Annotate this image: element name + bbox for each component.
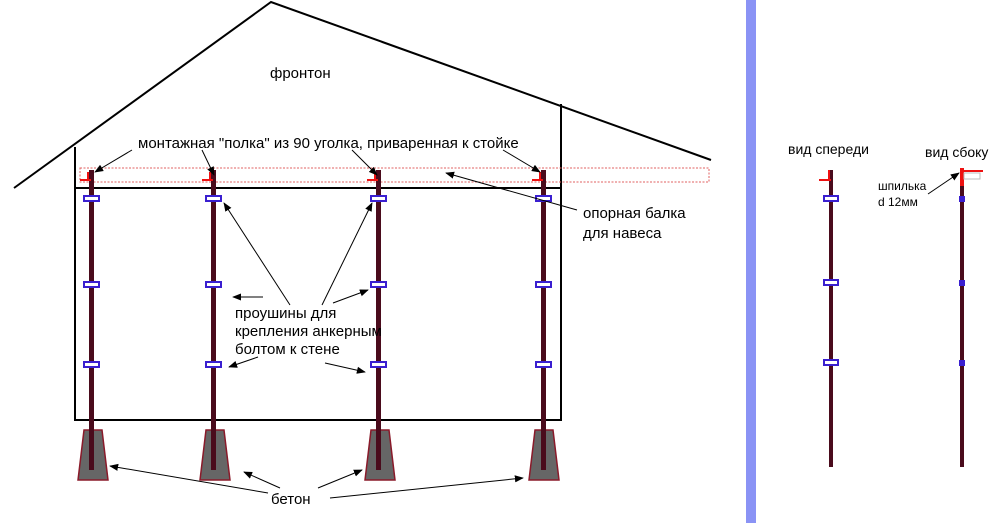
- shelf-brackets: [80, 172, 543, 181]
- arrow: [223, 202, 291, 306]
- shelf-bracket: [80, 172, 91, 181]
- post: [211, 170, 216, 470]
- front-view-lug: [823, 359, 839, 366]
- arrow: [324, 362, 366, 374]
- stud-label-line2: d 12мм: [878, 195, 918, 209]
- side-view-lug: [959, 280, 965, 286]
- side-view-stud: [963, 172, 981, 180]
- lug: [370, 195, 387, 202]
- side-view-post: [960, 170, 964, 467]
- arrow: [502, 149, 541, 173]
- support-beam: [79, 167, 710, 183]
- arrow: [329, 475, 524, 499]
- arrow: [927, 172, 960, 195]
- lugs-label-line1: проушины для: [235, 305, 336, 322]
- shelf-label: монтажная "полка" из 90 уголка, приварен…: [138, 135, 519, 152]
- labels: фронтон монтажная "полка" из 90 уголка, …: [138, 65, 988, 508]
- arrow: [228, 356, 259, 368]
- side-view-lug: [959, 360, 965, 366]
- arrow: [317, 469, 363, 489]
- side-view-bracket: [960, 168, 964, 186]
- roof-line: [13, 0, 712, 189]
- lug: [83, 281, 100, 288]
- arrow: [243, 471, 281, 489]
- divider: [746, 0, 756, 523]
- beam-label-line1: опорная балка: [583, 205, 686, 222]
- front-view-label: вид спереди: [788, 141, 869, 157]
- concrete-label: бетон: [271, 491, 311, 508]
- arrows: [94, 149, 960, 499]
- lug: [83, 361, 100, 368]
- house-wall: [74, 187, 562, 421]
- lug: [535, 281, 552, 288]
- lugs-label-line3: болтом к стене: [235, 341, 340, 358]
- arrow: [351, 149, 378, 176]
- front-view-lug: [823, 279, 839, 286]
- arrow: [201, 149, 215, 176]
- arrow: [445, 171, 578, 211]
- front-view-post: [829, 170, 833, 467]
- side-view: [959, 168, 983, 467]
- lug: [205, 195, 222, 202]
- house-outline: [13, 0, 712, 421]
- arrow: [321, 202, 373, 306]
- gable-label: фронтон: [270, 65, 331, 82]
- stud-label-line1: шпилька: [878, 179, 927, 193]
- post: [541, 170, 546, 470]
- lugs-label-line2: крепления анкерным: [235, 323, 382, 340]
- arrow: [332, 289, 369, 304]
- front-view-bracket: [819, 170, 831, 181]
- beam-label-line2: для навеса: [583, 225, 662, 242]
- front-view: [819, 170, 839, 467]
- lug: [205, 281, 222, 288]
- lug: [370, 361, 387, 368]
- side-view-label: вид сбоку: [925, 144, 988, 160]
- front-view-lug: [823, 195, 839, 202]
- arrow: [109, 463, 269, 494]
- posts: [89, 170, 546, 470]
- lug: [83, 195, 100, 202]
- lug: [205, 361, 222, 368]
- lug: [370, 281, 387, 288]
- post: [376, 170, 381, 470]
- side-view-lug: [959, 196, 965, 202]
- lug: [535, 361, 552, 368]
- shelf-bracket: [532, 172, 543, 181]
- post: [89, 170, 94, 470]
- arrow: [94, 149, 133, 173]
